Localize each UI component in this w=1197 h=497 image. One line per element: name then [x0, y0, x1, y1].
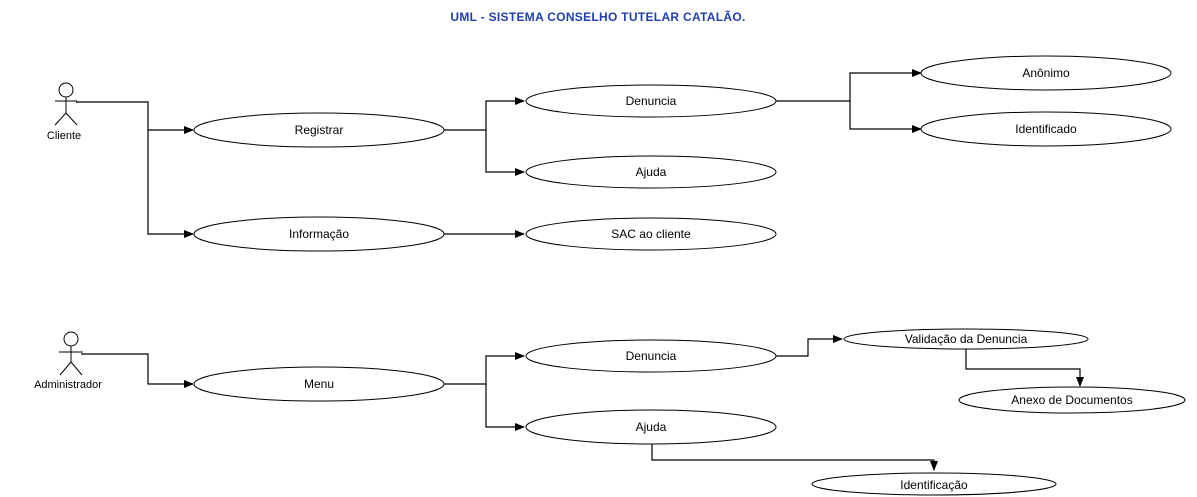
use-case-identificacao-label: Identificação: [900, 478, 968, 492]
edge-denuncia-validacao: [776, 335, 843, 357]
edge-denuncia-anonimo: [776, 69, 922, 102]
use-case-informacao-label: Informação: [289, 227, 349, 241]
diagram-title: UML - SISTEMA CONSELHO TUTELAR CATALÃO.: [450, 9, 745, 24]
actor-cliente: Cliente: [47, 82, 81, 142]
edge-validacao-anexo: [965, 349, 1084, 387]
use-case-ajuda-cliente: Ajuda: [525, 155, 777, 189]
use-case-denuncia-admin-label: Denuncia: [626, 349, 677, 363]
actor-administrador: Administrador: [34, 331, 102, 391]
use-case-anexo-label: Anexo de Documentos: [1011, 393, 1132, 407]
edges-administrador: [81, 335, 1084, 471]
use-case-sac-label: SAC ao cliente: [611, 227, 691, 241]
edge-cliente-informacao: [147, 130, 194, 238]
edges-cliente: [76, 69, 922, 238]
use-case-identificacao: Identificação: [811, 472, 1057, 496]
edge-denuncia-identificado: [849, 101, 922, 133]
use-case-ajuda-cliente-label: Ajuda: [636, 165, 667, 179]
use-case-registrar-label: Registrar: [295, 123, 344, 137]
actor-administrador-label: Administrador: [34, 379, 102, 391]
use-case-identificado-label: Identificado: [1015, 122, 1077, 136]
use-case-denuncia-admin: Denuncia: [525, 339, 777, 373]
use-case-anonimo-label: Anônimo: [1022, 66, 1070, 80]
use-case-ajuda-admin: Ajuda: [525, 409, 777, 445]
edge-menu-ajuda: [485, 384, 525, 431]
edge-registrar-ajuda: [485, 130, 525, 176]
use-case-denuncia-cliente: Denuncia: [525, 84, 777, 118]
use-case-identificado: Identificado: [920, 111, 1172, 147]
edge-cliente-registrar: [76, 101, 194, 134]
use-case-registrar: Registrar: [193, 112, 445, 148]
use-case-informacao: Informação: [193, 216, 445, 252]
use-case-anexo: Anexo de Documentos: [958, 386, 1186, 414]
use-case-validacao: Validação da Denuncia: [843, 328, 1089, 350]
use-case-sac: SAC ao cliente: [525, 217, 777, 251]
use-case-menu: Menu: [193, 366, 445, 402]
use-case-anonimo: Anônimo: [920, 55, 1172, 91]
use-case-menu-label: Menu: [304, 377, 334, 391]
use-case-ajuda-admin-label: Ajuda: [636, 420, 667, 434]
actor-cliente-label: Cliente: [47, 130, 81, 142]
edge-menu-denuncia: [444, 352, 525, 385]
edge-administrador-menu: [81, 353, 194, 388]
use-case-denuncia-cliente-label: Denuncia: [626, 94, 677, 108]
use-case-validacao-label: Validação da Denuncia: [905, 332, 1028, 346]
edge-registrar-denuncia: [444, 97, 525, 131]
edge-ajuda-identificacao: [651, 444, 938, 471]
